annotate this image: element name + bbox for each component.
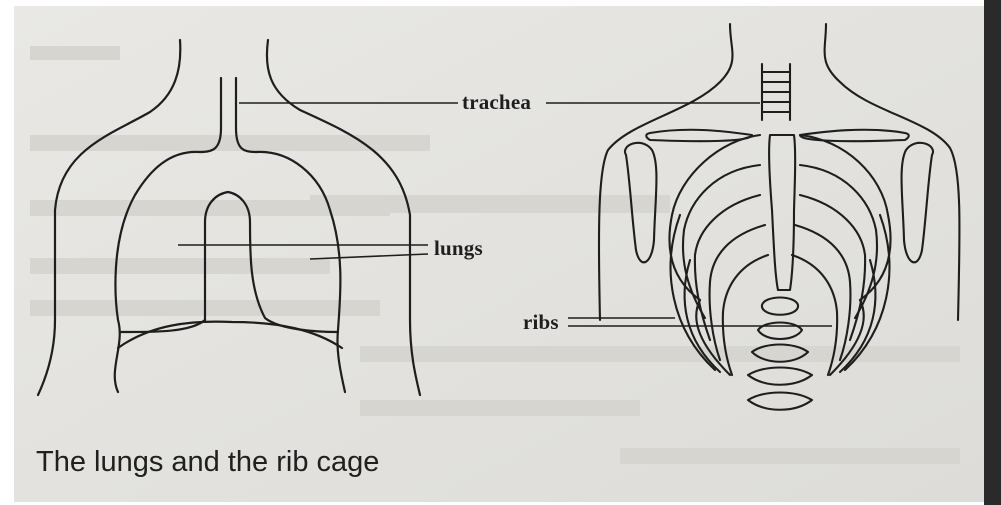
label-lungs: lungs bbox=[434, 238, 483, 259]
label-trachea: trachea bbox=[462, 92, 531, 113]
label-ribs: ribs bbox=[523, 312, 559, 333]
page-edge-shadow bbox=[984, 0, 1001, 505]
figure-caption: The lungs and the rib cage bbox=[36, 448, 379, 477]
